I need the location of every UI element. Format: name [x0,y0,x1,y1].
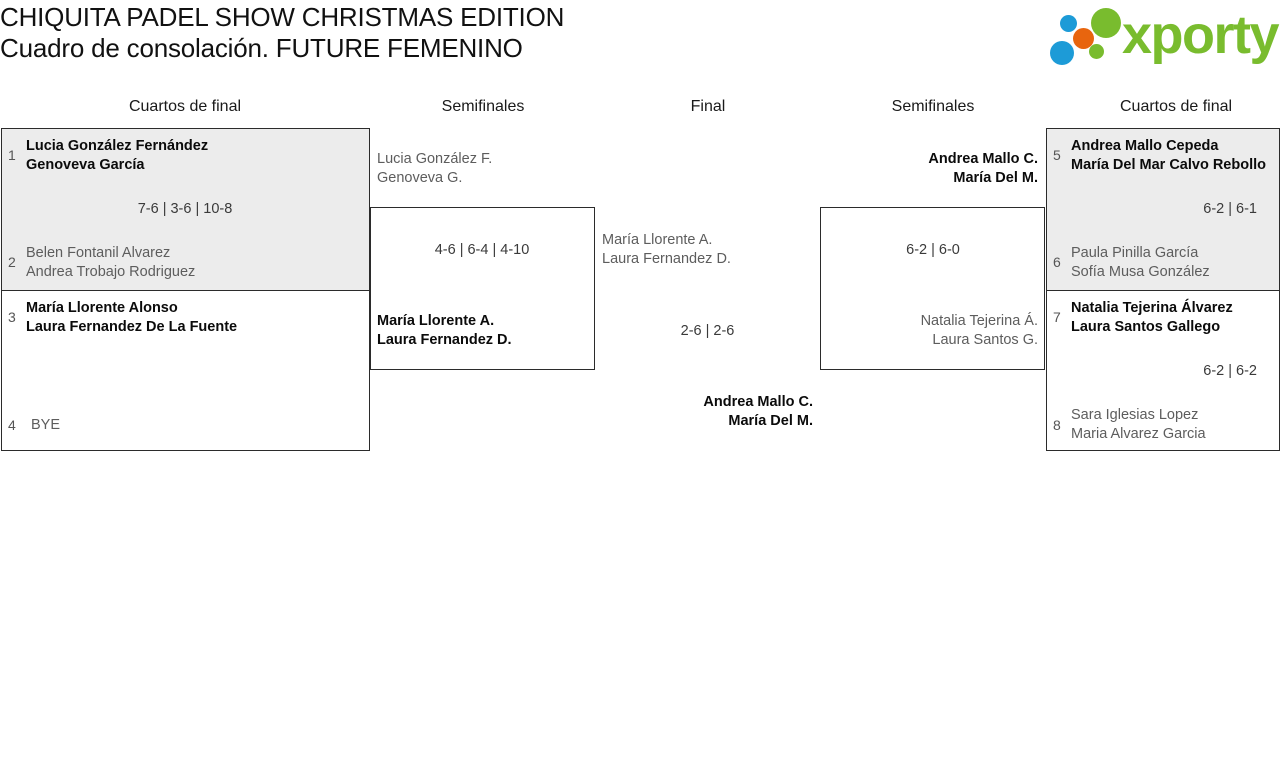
team-qf3-top: Andrea Mallo Cepeda María Del Mar Calvo … [1071,138,1266,173]
round-header-semifinales-left: Semifinales [441,98,525,115]
match-box-qf4[interactable] [1046,290,1280,451]
team-qf1-top: Lucia González Fernández Genoveva García [26,138,209,173]
page-header: CHIQUITA PADEL SHOW CHRISTMAS EDITION Cu… [0,0,1280,76]
team-sf-right-top: Andrea Mallo C. María Del M. [928,151,1038,186]
logo-dot-green-small [1089,44,1104,59]
xporty-logo[interactable]: xporty [1046,4,1280,70]
score-sf-right: 6-2 | 6-0 [906,242,960,258]
tournament-subtitle: Cuadro de consolación. FUTURE FEMENINO [0,33,523,63]
page-title: CHIQUITA PADEL SHOW CHRISTMAS EDITION Cu… [0,2,564,64]
score-final: 2-6 | 2-6 [680,323,735,339]
seed-number-1: 1 [8,147,16,163]
match-box-sf-left[interactable] [370,207,595,370]
team-qf1-bottom: Belen Fontanil Alvarez Andrea Trobajo Ro… [26,245,196,280]
team-final-bottom: Andrea Mallo C. María Del M. [703,394,813,429]
match-box-qf1[interactable] [1,128,370,291]
logo-dot-blue-large [1050,41,1074,65]
round-header-final: Final [690,98,726,115]
score-qf3: 6-2 | 6-1 [1203,201,1257,217]
seed-number-5: 5 [1053,147,1061,163]
score-qf4: 6-2 | 6-2 [1203,363,1257,379]
logo-dots-icon [1046,8,1132,66]
team-qf4-top: Natalia Tejerina Álvarez Laura Santos Ga… [1071,300,1233,335]
seed-number-2: 2 [8,254,16,270]
team-sf-left-top: Lucia González F. Genoveva G. [377,151,493,186]
seed-number-8: 8 [1053,417,1061,433]
logo-wordmark: xporty [1122,5,1280,65]
match-box-sf-right[interactable] [820,207,1045,370]
team-qf4-bottom: Sara Iglesias Lopez Maria Alvarez Garcia [1071,407,1206,442]
logo-dot-orange [1073,28,1094,49]
round-header-semifinales-right: Semifinales [891,98,975,115]
match-box-qf2[interactable] [1,290,370,451]
team-qf3-bottom: Paula Pinilla García Sofía Musa González [1071,245,1210,280]
team-qf2-top: María Llorente Alonso Laura Fernandez De… [26,300,238,335]
seed-number-3: 3 [8,309,16,325]
round-header-cuartos-right: Cuartos de final [1120,98,1233,115]
team-sf-right-bottom: Natalia Tejerina Á. Laura Santos G. [920,313,1038,348]
team-qf2-bottom: BYE [31,417,61,433]
tournament-name: CHIQUITA PADEL SHOW CHRISTMAS EDITION [0,2,565,32]
score-sf-left: 4-6 | 6-4 | 4-10 [434,242,530,258]
team-sf-left-bottom: María Llorente A. Laura Fernandez D. [377,313,512,348]
logo-dot-green-large [1091,8,1121,38]
seed-number-7: 7 [1053,309,1061,325]
team-final-top: María Llorente A. Laura Fernandez D. [602,232,731,267]
seed-number-4: 4 [8,417,16,433]
logo-dot-blue-small [1060,15,1077,32]
seed-number-6: 6 [1053,254,1061,270]
score-qf1: 7-6 | 3-6 | 10-8 [137,201,233,217]
round-header-cuartos-left: Cuartos de final [128,98,242,115]
